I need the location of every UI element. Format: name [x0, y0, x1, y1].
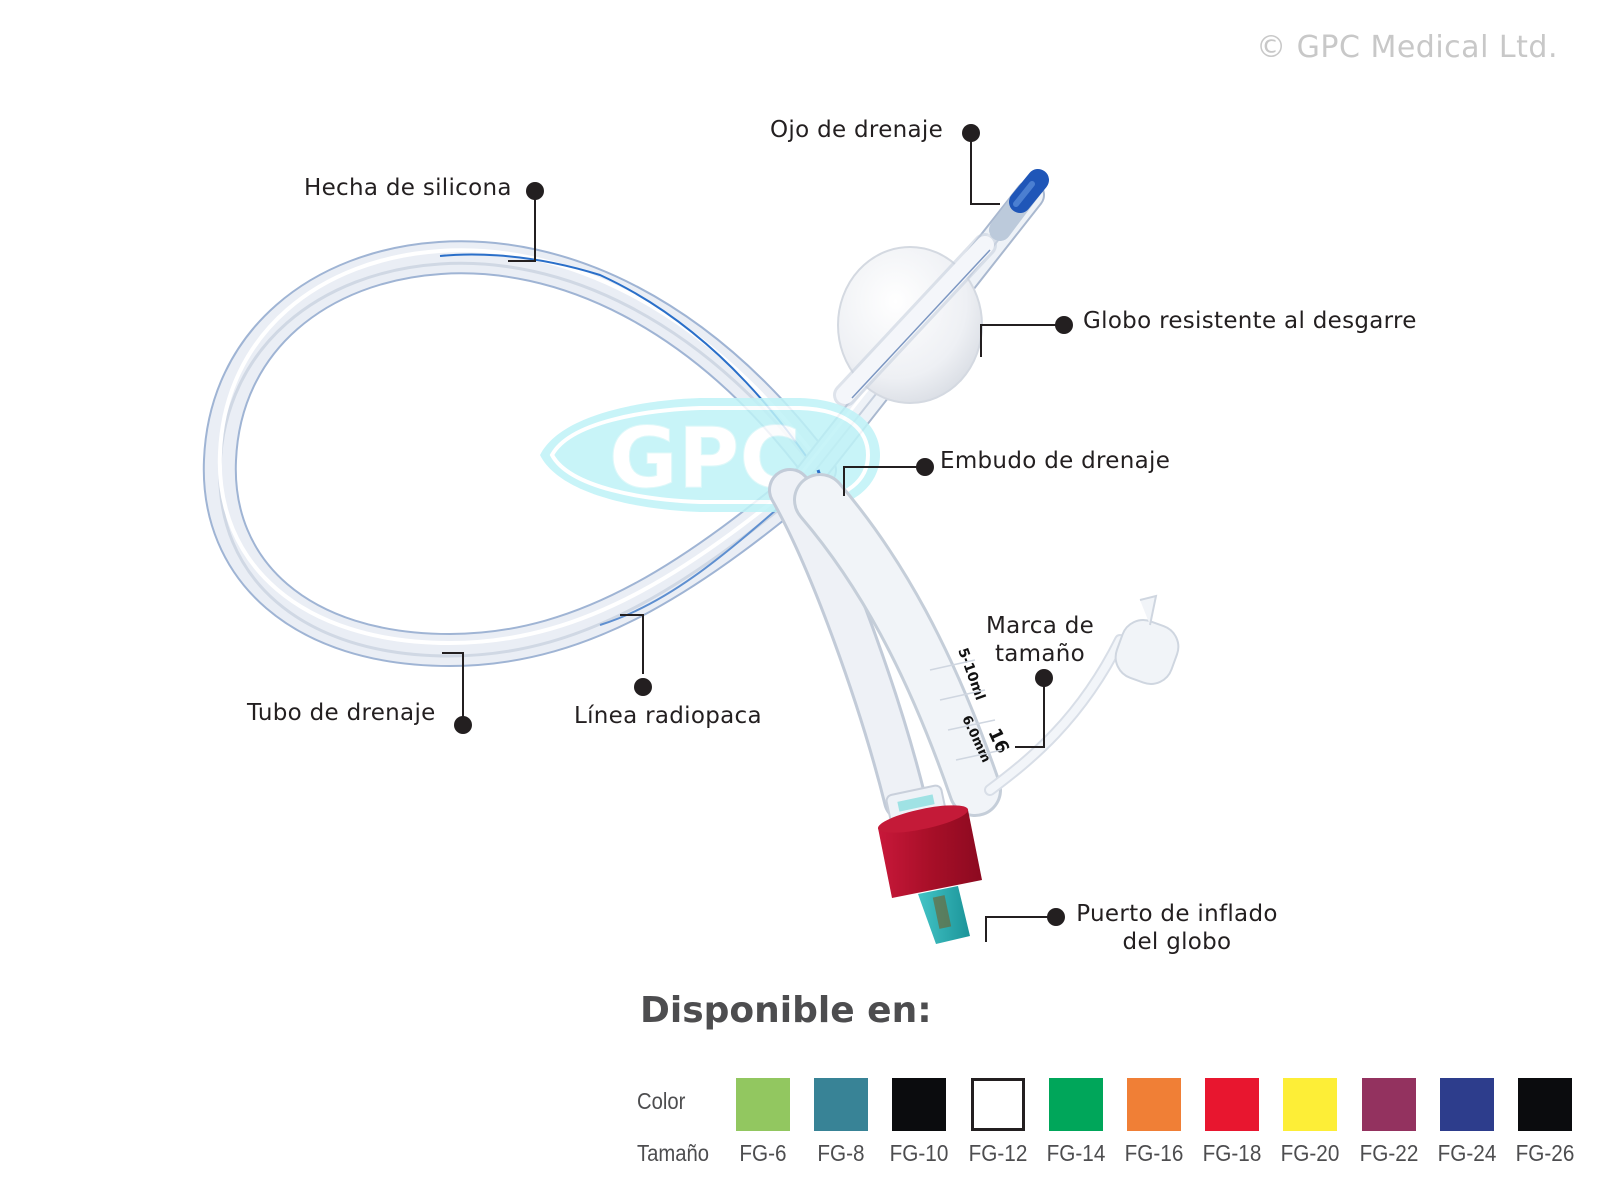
label-text: Marca de tamaño — [975, 612, 1105, 668]
label-text: Ojo de drenaje — [770, 117, 944, 143]
size-label: FG-12 — [968, 1140, 1028, 1166]
callout-dot — [634, 678, 652, 696]
label-text: Embudo de drenaje — [940, 448, 1171, 474]
availability-title: Disponible en: — [640, 990, 932, 1031]
leader-line — [442, 652, 464, 654]
inflation-valve — [877, 784, 982, 944]
size-label: FG-18 — [1202, 1140, 1262, 1166]
size-label: FG-26 — [1515, 1140, 1575, 1166]
color-row-label: Color — [637, 1088, 686, 1114]
color-swatch — [1440, 1078, 1494, 1131]
size-label: FG-10 — [889, 1140, 949, 1166]
leader-line — [970, 133, 972, 205]
color-swatch — [892, 1078, 946, 1131]
leader-line — [985, 916, 987, 942]
size-label: FG-24 — [1437, 1140, 1497, 1166]
color-swatch — [1362, 1078, 1416, 1131]
color-swatch — [814, 1078, 868, 1131]
label-text: Hecha de silicona — [304, 175, 512, 201]
size-label: FG-16 — [1124, 1140, 1184, 1166]
size-row-label: Tamaño — [637, 1140, 710, 1166]
leader-line — [985, 916, 1053, 918]
balloon — [833, 233, 997, 407]
leader-line — [970, 203, 1000, 205]
leader-line — [980, 324, 982, 357]
leader-line — [1015, 746, 1045, 748]
leader-line — [642, 614, 644, 674]
label-line: Puerto de inflado — [1076, 901, 1278, 927]
color-swatch — [1049, 1078, 1103, 1131]
callout-dot — [454, 716, 472, 734]
color-swatch — [1127, 1078, 1181, 1131]
copyright-notice: © GPC Medical Ltd. — [1256, 30, 1558, 65]
leader-line — [843, 466, 921, 468]
label-text: Globo resistente al desgarre — [1083, 308, 1417, 334]
leader-line — [620, 614, 644, 616]
color-swatch — [1518, 1078, 1572, 1131]
color-swatch — [1283, 1078, 1337, 1131]
leader-line — [508, 260, 536, 262]
callout-dot — [916, 458, 934, 476]
callout-dot — [1047, 908, 1065, 926]
label-text: Puerto de inflado del globo — [1068, 900, 1286, 956]
leader-line — [462, 652, 464, 722]
size-label: FG-22 — [1359, 1140, 1419, 1166]
label-line: del globo — [1122, 929, 1232, 955]
leader-line — [843, 466, 845, 496]
color-swatch — [971, 1078, 1025, 1131]
label-text: Línea radiopaca — [574, 703, 762, 729]
label-line: Marca de — [985, 613, 1095, 639]
color-swatch — [1205, 1078, 1259, 1131]
callout-dot — [1055, 316, 1073, 334]
label-line: tamaño — [994, 641, 1086, 667]
leader-line — [1043, 678, 1045, 748]
drainage-cap — [984, 594, 1180, 796]
color-swatch — [736, 1078, 790, 1131]
leader-line — [980, 324, 1060, 326]
size-label: FG-6 — [739, 1140, 787, 1166]
drainage-tube-loop — [202, 240, 837, 668]
label-text: Tubo de drenaje — [247, 700, 436, 726]
catheter-tip — [989, 169, 1049, 241]
leader-line — [534, 191, 536, 262]
size-label: FG-8 — [817, 1140, 865, 1166]
size-label: FG-20 — [1280, 1140, 1340, 1166]
size-label: FG-14 — [1046, 1140, 1106, 1166]
